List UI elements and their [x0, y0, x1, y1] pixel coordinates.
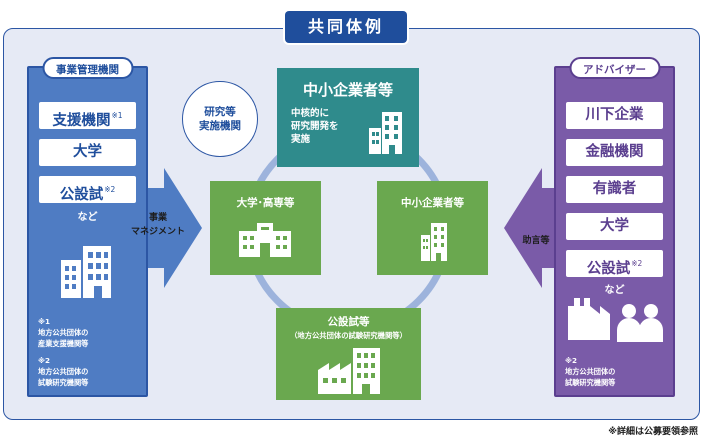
advice-arrow	[504, 168, 566, 288]
core-sme-description: 中核的に 研究開発を 実施	[291, 108, 339, 145]
right-footnote: ※2 地方公共団体の 試験研究機関等	[565, 356, 616, 387]
left-footnote-1: ※1 地方公共団体の 産業支援機関等	[38, 317, 89, 348]
people-icon	[616, 302, 664, 342]
research-implementer-bubble: 研究等 実施機関	[182, 81, 258, 157]
university-college-title: 大学･高専等	[236, 197, 295, 209]
core-sme-title: 中小企業者等	[302, 81, 393, 99]
advisor-university-item: 大学	[566, 213, 663, 240]
advisor-title: アドバイザー	[569, 57, 660, 79]
management-arrow-label: 事業 マネジメント	[130, 213, 185, 237]
public-research-box: 公設試等 （地方公共団体の試験研究機関等）	[276, 308, 421, 400]
university-college-box: 大学･高専等	[210, 181, 321, 275]
core-sme-box: 中小企業者等 中核的に 研究開発を 実施	[277, 68, 419, 167]
university-item: 大学	[39, 139, 136, 166]
footnote-see-guidelines: ※詳細は公募要領参照	[608, 427, 698, 437]
advisor-panel: アドバイザー 川下企業 金融機関 有識者 大学 公設試※2 など ※2 地方公共…	[554, 57, 675, 397]
laboratory-icon	[318, 348, 380, 394]
university-building-icon	[239, 223, 291, 257]
downstream-company-item: 川下企業	[566, 102, 663, 129]
building-icon	[59, 242, 115, 298]
financial-institution-item: 金融機関	[566, 139, 663, 166]
left-footnote-2: ※2 地方公共団体の 試験研究機関等	[38, 356, 89, 387]
advisor-public-research-item: 公設試※2	[566, 250, 663, 277]
factory-icon	[566, 296, 612, 340]
partner-building-icon	[421, 221, 447, 261]
left-etc-label: など	[77, 212, 98, 223]
main-title: 共同体例	[285, 11, 407, 43]
partner-sme-box: 中小企業者等	[377, 181, 488, 275]
support-organization-item: 支援機関※1	[39, 102, 136, 129]
public-research-title: 公設試等	[327, 316, 370, 328]
management-organization-title: 事業管理機関	[42, 57, 133, 79]
partner-sme-title: 中小企業者等	[401, 197, 464, 209]
management-arrow	[140, 168, 202, 288]
right-etc-label: など	[604, 285, 625, 296]
expert-item: 有識者	[566, 176, 663, 203]
management-organization-panel: 事業管理機関 支援機関※1 大学 公設試※2 など ※1 地方公共団体の 産業支…	[27, 57, 148, 397]
office-building-icon	[369, 110, 403, 154]
advice-arrow-label: 助言等	[522, 236, 550, 246]
public-research-subtitle: （地方公共団体の試験研究機関等）	[290, 331, 407, 340]
public-research-item: 公設試※2	[39, 176, 136, 203]
